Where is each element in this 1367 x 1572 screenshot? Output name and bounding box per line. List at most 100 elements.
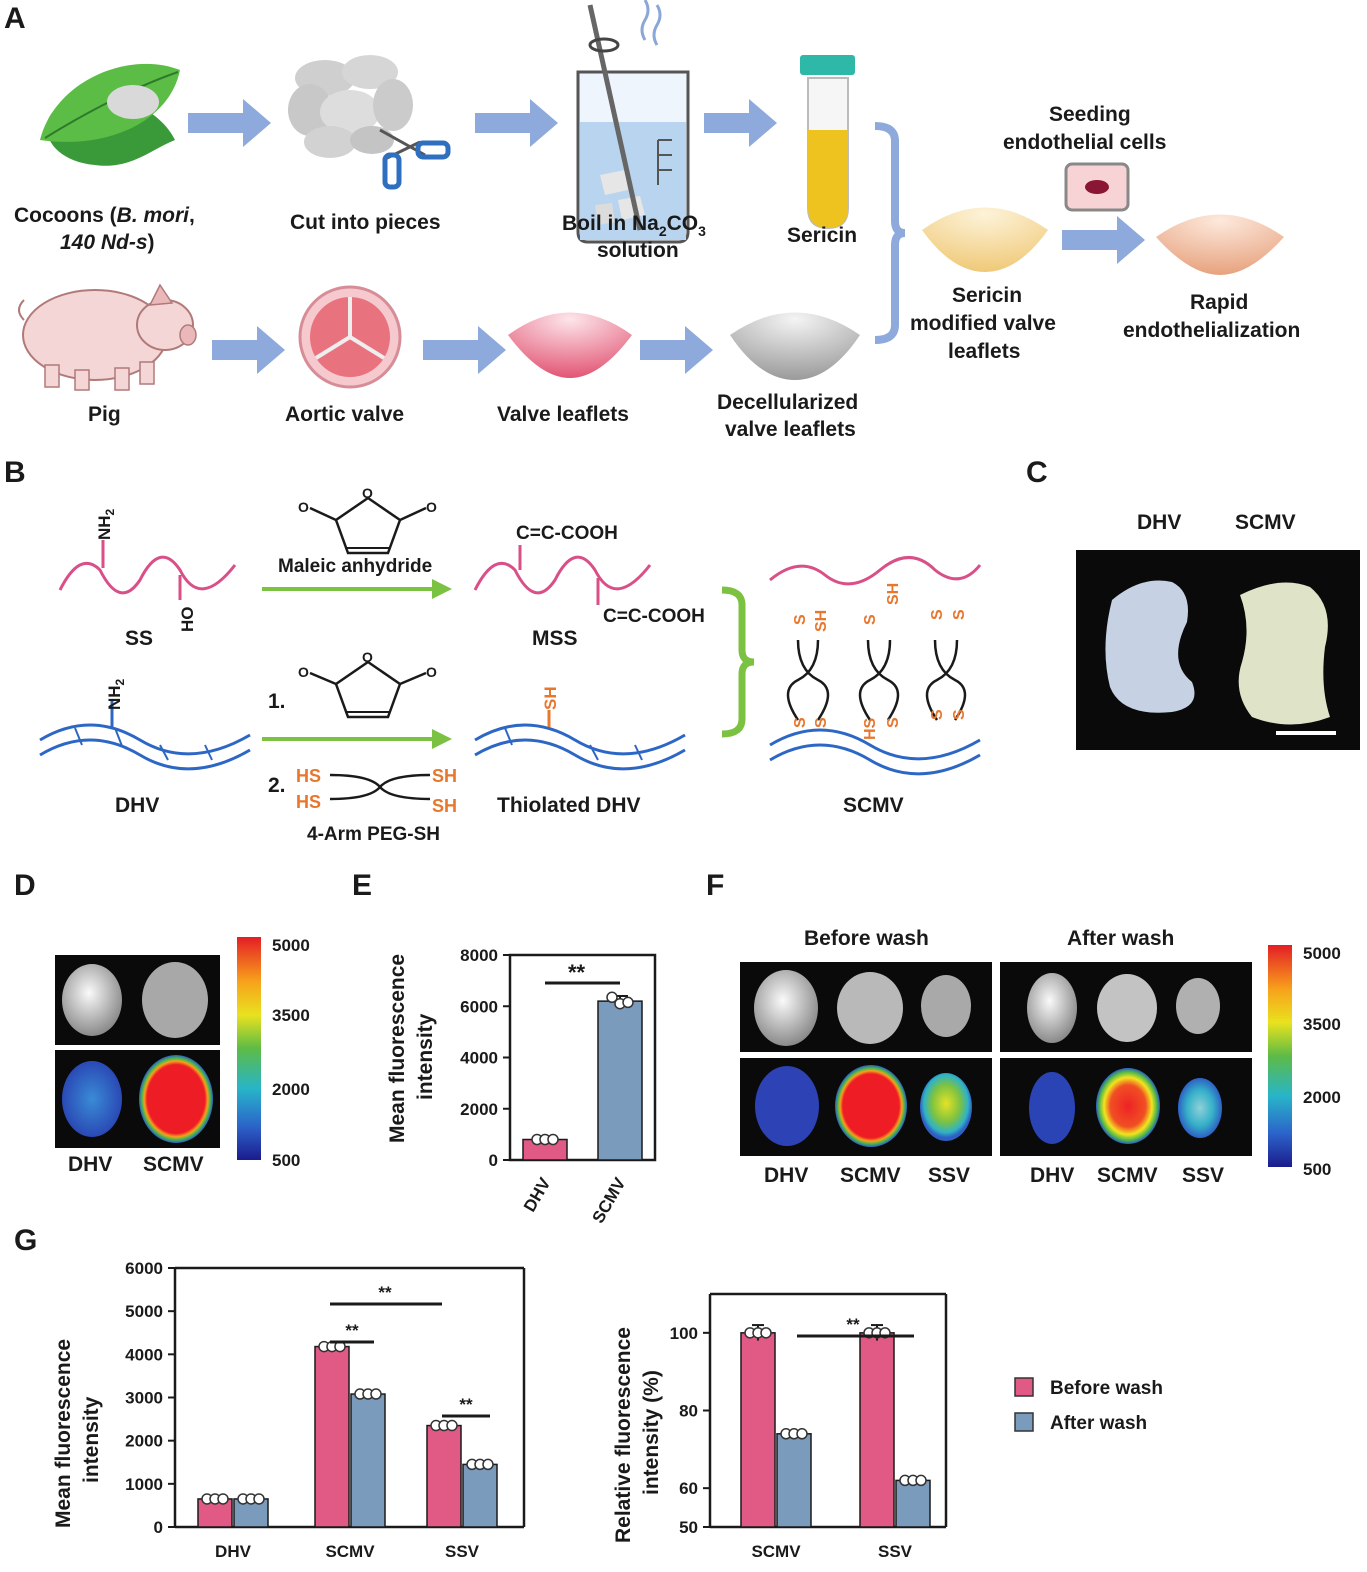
aortic-valve-icon: [298, 285, 402, 389]
f-bright-spot: [837, 972, 903, 1044]
peg-label: 4-Arm PEG-SH: [307, 824, 440, 845]
color-scale-bar-f: [1268, 945, 1292, 1167]
g-right-ytick-label: 100: [670, 1324, 698, 1343]
g-left-data-point: [253, 1493, 265, 1505]
scale-label: 500: [1303, 1160, 1331, 1179]
e-ytick-label: 8000: [460, 946, 498, 965]
decellularized-label: Decellularized: [717, 391, 858, 414]
f-header-after: After wash: [1067, 927, 1174, 950]
chart-e: Mean fluorescence intensity ** 020004000…: [386, 946, 657, 1227]
thiolated-label: Thiolated DHV: [497, 794, 641, 817]
f-fluor-spot: [835, 1065, 907, 1147]
f-bright-spot: [1097, 974, 1157, 1042]
g-right-category-label: SSV: [878, 1542, 913, 1561]
g-left-significance: **: [459, 1395, 473, 1414]
panel-letter-g: G: [14, 1224, 37, 1257]
scale-label: 2000: [1303, 1088, 1341, 1107]
e-ytick-label: 6000: [460, 997, 498, 1016]
f-label: DHV: [764, 1164, 808, 1187]
g-left-ytick-label: 1000: [125, 1475, 163, 1494]
g-right-data-point: [796, 1428, 808, 1440]
panel-d: DHV SCMV 5000 3500 2000 500: [55, 936, 310, 1176]
f-bright-spot: [1027, 973, 1077, 1043]
bracket-icon: [874, 122, 906, 344]
g-left-ytick-label: 3000: [125, 1389, 163, 1408]
g-left-significance: **: [345, 1321, 359, 1340]
e-ytick-label: 0: [489, 1151, 498, 1170]
g-left-data-point: [370, 1388, 382, 1400]
g-right-data-point: [760, 1327, 772, 1339]
g-left-bar: [426, 1424, 462, 1528]
arrow-icon: [423, 326, 506, 374]
scmv-bright-spot: [142, 962, 208, 1038]
panel-letter-b: B: [4, 456, 26, 489]
cooh-label-2: C=C-COOH: [603, 606, 705, 627]
smv-label-line2: modified valve: [910, 312, 1056, 335]
s-label: S: [862, 614, 879, 625]
f-fluor-spot: [920, 1073, 972, 1141]
g-legend: Before wash After wash: [1014, 1377, 1163, 1434]
g-right-ytick-label: 60: [679, 1479, 698, 1498]
scissors-icon: [379, 128, 451, 190]
e-ytick-label: 2000: [460, 1100, 498, 1119]
photo-label-dhv: DHV: [1137, 511, 1181, 534]
s-label: S: [951, 609, 968, 620]
sh-label: SH: [432, 796, 457, 816]
step-2-label: 2.: [268, 774, 286, 797]
rapid-label-line2: endothelialization: [1123, 319, 1300, 342]
e-data-point: [547, 1133, 559, 1146]
scmv-fluorescence-spot: [139, 1055, 213, 1143]
endothelial-cell-icon: [1064, 162, 1130, 212]
g-left-data-point: [217, 1493, 229, 1505]
decellularized-leaflet-icon: [730, 312, 860, 380]
f-fluor-spot: [1178, 1078, 1222, 1138]
f-bright-spot: [754, 970, 818, 1046]
endothelialized-leaflet-icon: [1156, 214, 1284, 275]
g-left-ytick-label: 4000: [125, 1345, 163, 1364]
g-right-ytick-label: 50: [679, 1518, 698, 1537]
scale-label: 5000: [272, 936, 310, 955]
g-left-data-point: [482, 1458, 494, 1471]
seeding-label-line2: endothelial cells: [1003, 131, 1166, 154]
g-left-category-label: SSV: [445, 1542, 480, 1561]
g-left-bar: [233, 1498, 269, 1528]
s-label: S: [813, 717, 830, 728]
hs-label: HS: [296, 792, 321, 812]
decellularized-label-line2: valve leaflets: [725, 418, 856, 441]
peg-sh-structure: [329, 773, 431, 801]
panel-letter-a: A: [4, 2, 26, 35]
scale-label: 500: [272, 1151, 300, 1170]
ss-chain: [58, 555, 237, 595]
cocoon-pieces-illustration: [288, 55, 413, 158]
sericin-label: Sericin: [787, 224, 857, 247]
sericin-tube-icon: [800, 55, 855, 230]
scale-label: 5000: [1303, 944, 1341, 963]
g-left-ylabel: Mean fluorescence: [52, 1339, 75, 1528]
s-label: S: [929, 709, 946, 720]
scmv-label: SCMV: [843, 794, 904, 817]
green-arrow-icon: [262, 729, 452, 749]
arrow-icon: [1062, 216, 1145, 264]
g-left-category-label: SCMV: [325, 1542, 375, 1561]
g-right-bar: [895, 1479, 931, 1528]
maleic-label: Maleic anhydride: [278, 556, 432, 577]
f-label: DHV: [1030, 1164, 1074, 1187]
g-right-ytick-label: 80: [679, 1402, 698, 1421]
smv-label-line3: leaflets: [948, 340, 1020, 363]
scmv-structure: [769, 556, 982, 776]
sh-label: SH: [813, 610, 830, 632]
pig-label: Pig: [88, 403, 121, 426]
g-left-ytick-label: 0: [154, 1518, 163, 1537]
sericin-leaflet-icon: [922, 207, 1048, 272]
pig-illustration: [18, 283, 197, 391]
panel-letter-e: E: [352, 869, 372, 902]
e-category-label: SCMV: [588, 1174, 629, 1227]
d-label-dhv: DHV: [68, 1153, 112, 1176]
arrow-icon: [704, 99, 777, 147]
f-bright-spot: [1176, 978, 1220, 1034]
f-fluor-spot: [1096, 1068, 1160, 1144]
mss-label: MSS: [532, 627, 578, 650]
e-ylabel: Mean fluorescence: [386, 954, 409, 1143]
green-bracket-icon: [721, 586, 755, 738]
e-ytick-label: 4000: [460, 1049, 498, 1068]
